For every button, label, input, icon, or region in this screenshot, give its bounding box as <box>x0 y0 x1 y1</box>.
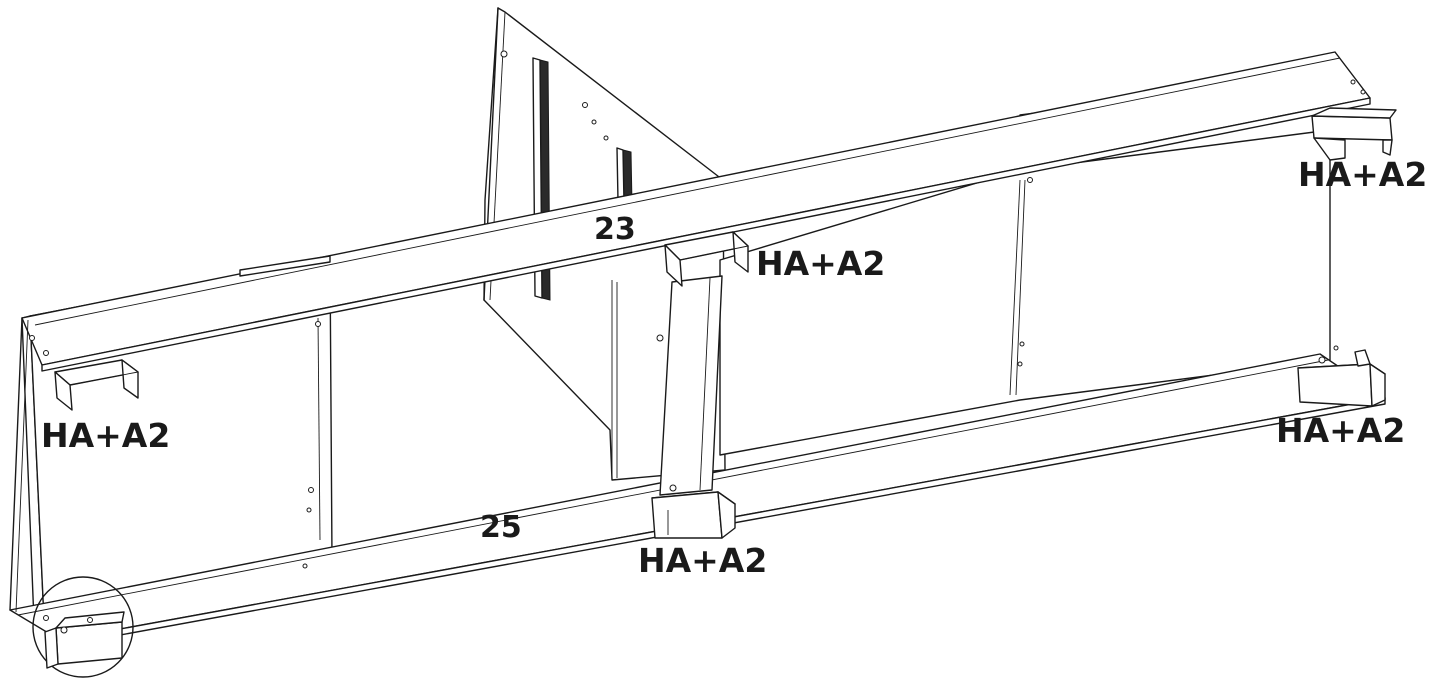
left-front-edge-inner <box>15 319 29 613</box>
bracket-top-middle <box>664 231 749 287</box>
bracket-top-right <box>1311 107 1397 161</box>
label-bracket-bottom-right: HA+A2 <box>1276 411 1405 450</box>
label-bracket-top-left: HA+A2 <box>41 416 170 455</box>
label-part-25: 25 <box>480 510 522 545</box>
bracket-top-left <box>54 359 139 411</box>
detail-circle <box>32 576 134 678</box>
label-bracket-top-right: HA+A2 <box>1298 155 1427 194</box>
top-rail-23 <box>21 51 1371 372</box>
bracket-bottom-middle <box>651 491 736 539</box>
label-bracket-top-middle: HA+A2 <box>756 244 885 283</box>
label-part-23: 23 <box>594 212 636 247</box>
left-front-edge <box>9 317 23 611</box>
bracket-bottom-right <box>1297 345 1386 407</box>
label-bracket-bottom-middle: HA+A2 <box>638 541 767 580</box>
center-post <box>656 275 723 496</box>
